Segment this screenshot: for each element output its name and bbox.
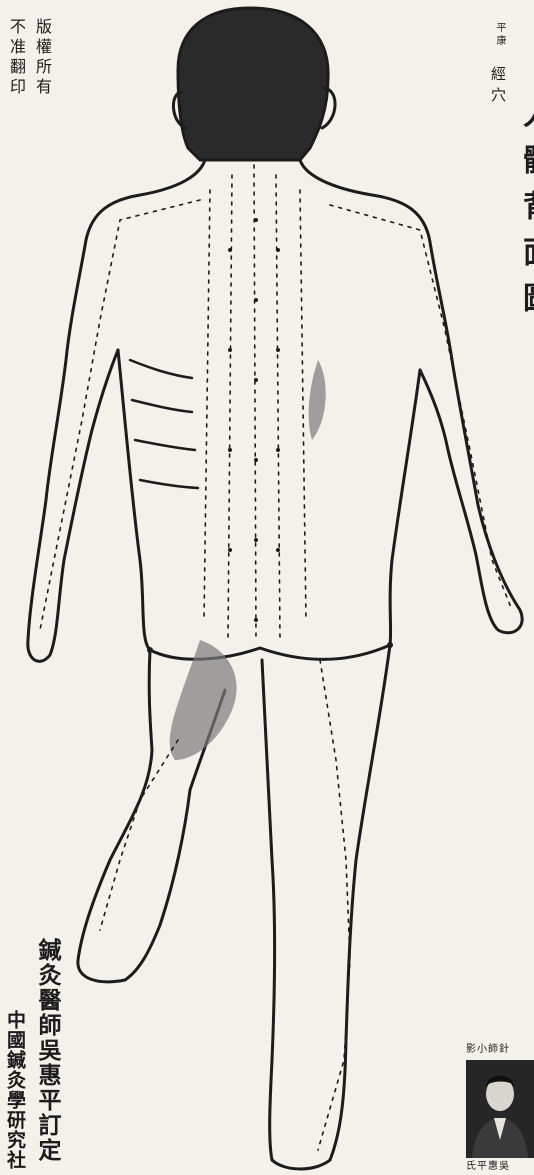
right-arm-meridian [330,205,512,610]
acupoint [254,298,258,302]
right-outer-bladder-meridian [300,190,306,620]
author-line-1: 鍼灸醫師吳惠平訂定 [30,938,64,1163]
right-inner-bladder-meridian [276,175,280,640]
portrait-block: 影小師針 氏平惠吳 [466,1040,534,1175]
back-shade [309,360,326,440]
acupoint [276,548,280,552]
standing-foot [272,1160,330,1169]
acupoint [276,348,280,352]
portrait-caption-bottom: 氏平惠吳 [466,1158,534,1175]
acupoint [387,642,393,648]
portrait-silhouette-icon [466,1060,534,1158]
rib-4 [140,480,198,488]
author-line-2: 中國鍼灸學研究社 [2,1010,29,1170]
acupoint [254,378,258,382]
torso-outline-right [300,160,522,633]
rib-1 [130,360,192,378]
acupoint [228,548,232,552]
acupoint [228,448,232,452]
spine-meridian [254,165,256,640]
left-inner-bladder-meridian [228,175,232,640]
acupoint [276,448,280,452]
acupoint [228,348,232,352]
left-outer-bladder-meridian [204,190,210,620]
acupoint [147,647,153,653]
rib-3 [135,440,195,450]
portrait-caption-top: 影小師針 [466,1040,534,1060]
buttocks-line [150,645,390,659]
standing-leg-right-edge [330,645,390,1160]
left-flank [118,350,150,650]
acupoint [254,538,258,542]
portrait-photo [466,1060,534,1158]
acupoint [254,618,258,622]
acupoint [254,218,258,222]
standing-leg-left-edge [262,660,275,1160]
head-outline [178,8,328,160]
acupoint [254,458,258,462]
acupoint [228,248,232,252]
rib-2 [132,400,192,412]
right-flank [390,370,420,645]
acupoint [276,248,280,252]
